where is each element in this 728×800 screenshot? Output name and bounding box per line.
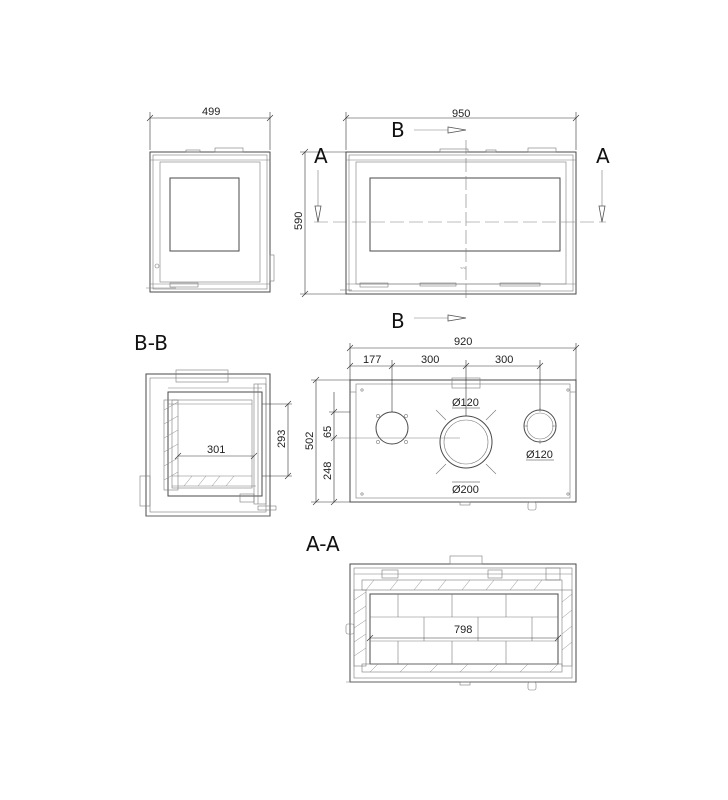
dim-label-outlet-center-height: 248 <box>322 462 334 480</box>
dim-label-spacing-1: 300 <box>421 354 439 366</box>
dim-label-height: 590 <box>293 212 305 230</box>
side-view <box>146 147 275 293</box>
dim-section-height: 293 <box>262 400 292 480</box>
svg-text:~~: ~~ <box>460 266 466 272</box>
label-section-aa: A-A <box>306 532 340 556</box>
dim-label-offset-left: 177 <box>363 354 381 366</box>
dim-height: 590 <box>293 148 346 298</box>
dim-label-outlet-rise: 65 <box>322 426 334 438</box>
dim-label-outlet-small-1: Ø120 <box>452 397 479 409</box>
dim-firebox-width: 798 <box>366 624 562 642</box>
dim-section-depth: 301 <box>174 444 258 460</box>
dim-label-outlet-small-2: Ø120 <box>526 449 553 461</box>
section-marker-b-top: B <box>391 118 467 142</box>
dim-outlet-spacing: 177 300 300 <box>346 354 544 416</box>
section-marker-b-bottom: B <box>391 309 467 333</box>
section-marker-a-left: A <box>314 144 328 223</box>
label-b-bottom: B <box>391 309 405 333</box>
dim-side-width: 499 <box>146 106 274 150</box>
label-a-right: A <box>596 144 610 168</box>
label-a-left: A <box>314 144 328 168</box>
dim-back-heights: 502 65 248 <box>304 376 350 506</box>
dim-back-width: 920 <box>346 336 580 380</box>
dim-label-back-width: 920 <box>454 336 472 348</box>
dim-front-width: 950 <box>342 108 580 150</box>
section-bb-view <box>139 369 277 517</box>
section-aa-view <box>345 555 577 691</box>
front-view: ~~ <box>314 140 606 300</box>
outlet-right-circle <box>523 409 557 443</box>
dim-label-side-width: 499 <box>202 106 220 118</box>
dim-label-front-width: 950 <box>452 108 470 120</box>
dim-label-section-height: 293 <box>276 430 288 448</box>
section-marker-a-right: A <box>596 144 610 223</box>
label-b-top: B <box>391 118 405 142</box>
outlet-center-circle <box>439 415 493 469</box>
label-section-bb: B-B <box>134 331 168 355</box>
outlet-left-circle <box>375 411 409 445</box>
dim-label-section-depth: 301 <box>207 444 225 456</box>
dim-label-outlet-large: Ø200 <box>452 484 479 496</box>
back-view <box>330 377 577 511</box>
dim-label-back-height: 502 <box>304 432 316 450</box>
dim-label-spacing-2: 300 <box>495 354 513 366</box>
dim-label-firebox-width: 798 <box>454 624 472 636</box>
dim-outlet-diameters: Ø120 Ø120 Ø200 <box>452 397 554 496</box>
